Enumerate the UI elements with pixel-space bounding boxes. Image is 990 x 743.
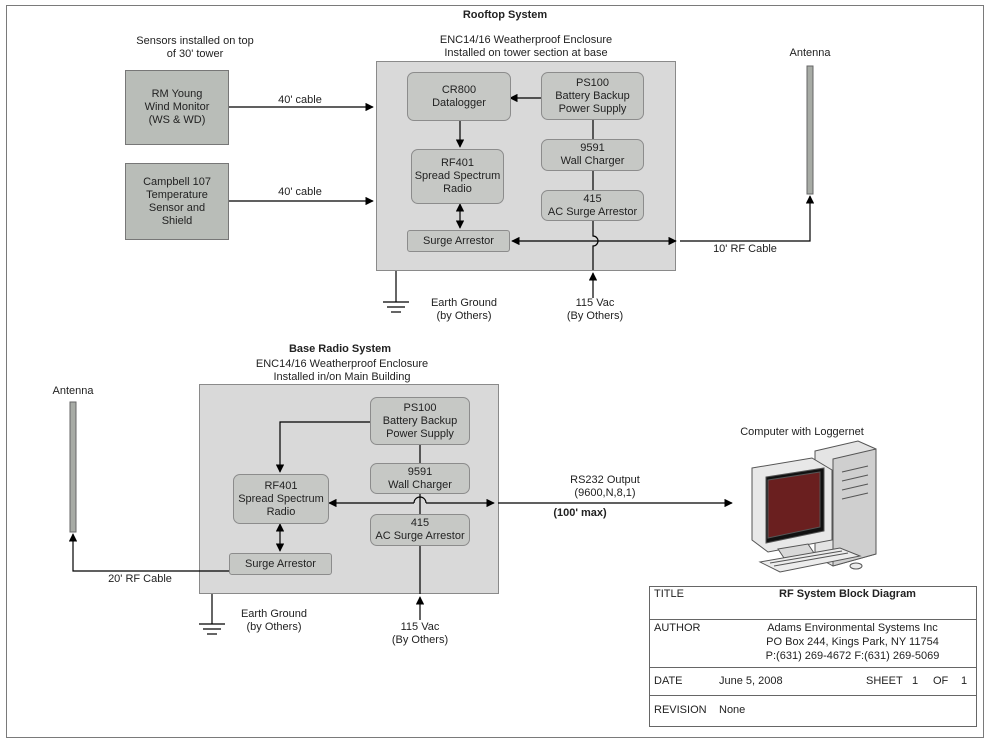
base-earth-label: Earth Ground (by Others) — [240, 608, 308, 633]
date-label: DATE — [654, 675, 683, 687]
cable1-label: 40' cable — [278, 94, 322, 106]
output-hop — [413, 496, 427, 504]
title-value: RF System Block Diagram — [779, 588, 916, 600]
base-antenna-label: Antenna — [52, 385, 94, 397]
date-value: June 5, 2008 — [719, 675, 783, 687]
author-line2: PO Box 244, Kings Park, NY 11754 — [766, 636, 939, 648]
rooftop-rf401: RF401 Spread Spectrum Radio — [411, 149, 504, 204]
title-block — [649, 586, 977, 727]
rooftop-wall-charger: 9591 Wall Charger — [541, 139, 644, 171]
rooftop-power-label: 115 Vac (By Others) — [566, 297, 624, 322]
rooftop-rf-cable-label: 10' RF Cable — [713, 243, 777, 255]
rooftop-ac-surge-arrestor: 415 AC Surge Arrestor — [541, 190, 644, 221]
antenna-feed — [680, 195, 815, 242]
drawing-frame — [6, 5, 984, 738]
base-power-label: 115 Vac (By Others) — [391, 621, 449, 646]
temperature-sensor: Campbell 107 Temperature Sensor and Shie… — [125, 163, 229, 240]
of-label: OF — [933, 675, 949, 687]
base-ps100: PS100 Battery Backup Power Supply — [370, 397, 470, 445]
rs232-label: RS232 Output (9600,N,8,1) — [570, 474, 640, 499]
computer-label: Computer with Loggernet — [740, 426, 864, 438]
base-enclosure-label: ENC14/16 Weatherproof Enclosure Installe… — [255, 358, 429, 383]
wind-monitor: RM Young Wind Monitor (WS & WD) — [125, 70, 229, 145]
revision-value: None — [719, 704, 746, 716]
base-rf-cable-label: 20' RF Cable — [108, 573, 172, 585]
rooftop-enclosure-label: ENC14/16 Weatherproof Enclosure Installe… — [439, 34, 613, 59]
title-block-divider-2 — [649, 667, 977, 668]
rooftop-antenna-mast — [806, 65, 814, 195]
rooftop-antenna-label: Antenna — [789, 47, 831, 59]
title-block-divider-3 — [649, 695, 977, 696]
computer-icon — [751, 440, 877, 573]
cr800-datalogger: CR800 Datalogger — [407, 72, 511, 121]
sensor-note: Sensors installed on top of 30' tower — [136, 35, 254, 60]
base-antenna-feed — [68, 533, 229, 572]
title-label: TITLE — [654, 588, 684, 600]
sheet-label: SHEET — [866, 675, 903, 687]
base-wall-charger: 9591 Wall Charger — [370, 463, 470, 494]
base-antenna-mast — [69, 401, 77, 533]
base-title: Base Radio System — [288, 343, 392, 355]
revision-label: REVISION — [654, 704, 707, 716]
rooftop-ps100: PS100 Battery Backup Power Supply — [541, 72, 644, 120]
rooftop-title: Rooftop System — [462, 9, 548, 21]
rs232-max-label: (100' max) — [553, 507, 607, 519]
sheet-number: 1 — [912, 675, 919, 687]
base-rf401: RF401 Spread Spectrum Radio — [233, 474, 329, 524]
author-line3: P:(631) 269-4672 F:(631) 269-5069 — [765, 650, 940, 662]
base-ac-surge-arrestor: 415 AC Surge Arrestor — [370, 514, 470, 546]
base-surge-arrestor: Surge Arrestor — [229, 553, 332, 575]
rooftop-surge-arrestor: Surge Arrestor — [407, 230, 510, 252]
ac-hop — [592, 234, 599, 270]
cable2-label: 40' cable — [278, 186, 322, 198]
rooftop-earth-label: Earth Ground (by Others) — [430, 297, 498, 322]
sheet-total: 1 — [961, 675, 968, 687]
ps100-to-rf401 — [275, 421, 370, 473]
author-line1: Adams Environmental Systems Inc — [767, 622, 938, 634]
title-block-divider-1 — [649, 619, 977, 620]
author-label: AUTHOR — [654, 622, 701, 634]
